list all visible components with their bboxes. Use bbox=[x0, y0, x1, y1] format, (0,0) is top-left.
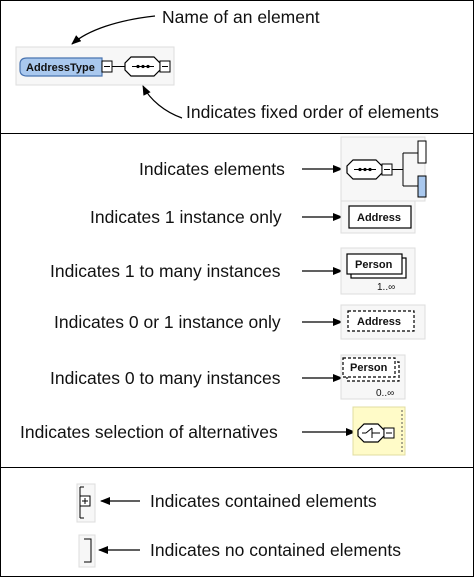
sequence-compositor-icon bbox=[124, 56, 171, 77]
expand-toggle-symbol bbox=[76, 483, 96, 523]
row-elements-label: Indicates elements bbox=[139, 159, 285, 179]
no-children-symbol bbox=[78, 534, 96, 568]
top-section: Name of an element AddressType Indicates… bbox=[15, 7, 439, 122]
element-name-text: AddressType bbox=[26, 62, 95, 74]
element-one-instance-symbol: Address bbox=[340, 200, 416, 234]
occurrence-text: 0..∞ bbox=[376, 388, 394, 399]
elements-symbol bbox=[340, 136, 427, 202]
fixed-order-label: Indicates fixed order of elements bbox=[186, 102, 439, 122]
element-text: Person bbox=[350, 362, 388, 374]
row-one-instance-label: Indicates 1 instance only bbox=[90, 207, 282, 227]
middle-section: Indicates elements Indicates 1 instance … bbox=[20, 136, 427, 456]
row-zero-or-one-label: Indicates 0 or 1 instance only bbox=[54, 312, 281, 332]
complex-element-box bbox=[19, 57, 103, 77]
element-text: Address bbox=[357, 212, 401, 224]
element-text: Person bbox=[355, 259, 393, 271]
choice-compositor-symbol bbox=[352, 406, 406, 456]
name-of-element-label: Name of an element bbox=[162, 7, 320, 27]
element-text: Address bbox=[357, 316, 401, 328]
example-element: AddressType bbox=[19, 57, 126, 77]
no-contained-elements-label: Indicates no contained elements bbox=[150, 540, 401, 560]
occurrence-text: 1..∞ bbox=[377, 282, 395, 293]
sequence-arrow bbox=[142, 85, 183, 119]
bottom-section: Indicates contained elements Indicates n… bbox=[76, 483, 401, 568]
row-choice-label: Indicates selection of alternatives bbox=[20, 422, 278, 442]
contained-elements-label: Indicates contained elements bbox=[150, 491, 377, 511]
row-zero-to-many-label: Indicates 0 to many instances bbox=[50, 368, 281, 388]
row-one-to-many-label: Indicates 1 to many instances bbox=[50, 261, 281, 281]
element-one-to-many-symbol: Person 1..∞ bbox=[340, 247, 416, 295]
element-optional-symbol: Address bbox=[340, 304, 426, 340]
element-zero-to-many-symbol: Person 0..∞ bbox=[340, 354, 406, 400]
name-arrow bbox=[71, 15, 156, 45]
